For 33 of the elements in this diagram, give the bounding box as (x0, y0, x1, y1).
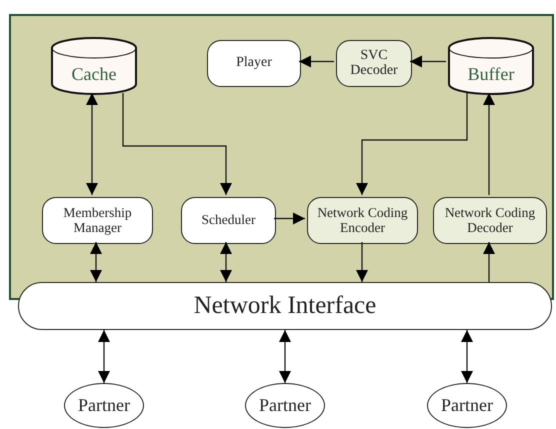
connector-arrow (483, 93, 495, 195)
connector-arrow (299, 56, 334, 68)
process-box (181, 197, 276, 244)
process-box (433, 197, 547, 244)
node-label: Partner (441, 396, 493, 415)
connector-arrow (86, 93, 98, 195)
node-label: Player (236, 56, 272, 71)
node-label: Network Coding Decoder (444, 206, 536, 235)
storage-label: Buffer (468, 65, 514, 84)
connector-arrow (356, 242, 368, 282)
node-label: Network Interface (194, 292, 376, 320)
connector-arrow (279, 330, 291, 383)
connector-arrow (122, 93, 232, 195)
connector-arrow (410, 56, 446, 68)
process-box (307, 197, 418, 244)
connector-arrow (90, 242, 102, 282)
node-label: Partner (78, 396, 130, 415)
connector-arrow (483, 242, 495, 282)
node-label: SVC Decoder (349, 48, 399, 78)
connector-arrow (220, 242, 232, 282)
connector-arrow (98, 330, 110, 383)
connector-arrow (356, 93, 468, 195)
process-box (336, 40, 412, 87)
node-label: Membership Manager (62, 206, 133, 235)
connector-arrow (274, 212, 305, 224)
node-label: Network Coding Encoder (316, 206, 409, 235)
interface-bar (18, 282, 552, 330)
process-box (42, 197, 153, 244)
node-label: Scheduler (202, 213, 256, 228)
node-label: Partner (259, 396, 311, 415)
connector-arrow (461, 330, 473, 383)
process-box (207, 40, 301, 87)
storage-label: Cache (72, 65, 116, 84)
